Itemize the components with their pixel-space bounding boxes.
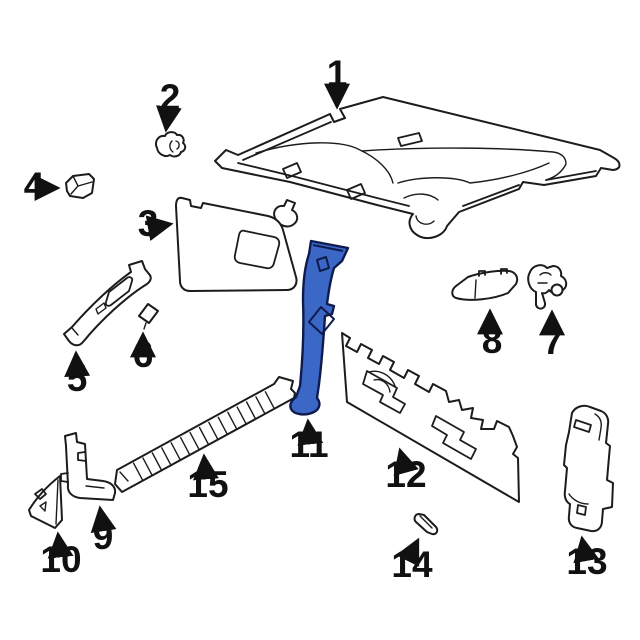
callout-labels: 1 2 3 4 5 6 7 8 9 10 11 12 13 14 15 (24, 53, 608, 585)
part-10-kick-panel-trim (28, 475, 63, 529)
pillar-diamond-hole (308, 306, 335, 335)
callout-arrow-15 (192, 453, 219, 481)
part-6-square-clip (138, 303, 159, 330)
part-11-b-pillar-trim-highlighted (289, 239, 350, 416)
sill-ribs (132, 391, 276, 481)
callout-arrow-14 (395, 537, 420, 567)
part-4-hook-clip (65, 173, 95, 199)
callout-arrows (34, 83, 599, 567)
callout-label-10: 10 (40, 539, 81, 580)
part-12-back-panel-trim (341, 332, 520, 503)
callout-label-4: 4 (24, 165, 45, 206)
callout-arrow-5 (64, 350, 91, 378)
callout-label-8: 8 (482, 320, 503, 361)
callout-label-13: 13 (566, 541, 607, 582)
visor-mirror (233, 229, 281, 270)
callout-label-14: 14 (391, 544, 433, 585)
callout-label-5: 5 (67, 358, 88, 399)
callout-label-2: 2 (160, 77, 181, 118)
callout-arrow-3 (145, 215, 174, 241)
bracket-knob (550, 283, 564, 297)
callout-label-12: 12 (385, 454, 426, 495)
part-3-sun-visor (175, 196, 299, 292)
callout-label-7: 7 (543, 321, 564, 362)
part-13-c-pillar-trim (563, 404, 614, 533)
callout-arrow-11 (297, 418, 324, 446)
callout-arrow-10 (47, 531, 74, 559)
part-15-door-sill-plate (114, 376, 296, 493)
callout-arrow-13 (573, 535, 599, 564)
headliner-slot-left (282, 162, 302, 179)
headliner-slot-top (397, 132, 423, 147)
callout-arrow-9 (90, 505, 117, 534)
callout-label-15: 15 (187, 464, 228, 505)
callout-arrow-12 (393, 447, 419, 476)
part-7-bracket (527, 264, 568, 310)
part-1-headliner (214, 96, 621, 239)
callout-label-3: 3 (138, 203, 159, 244)
part-9-cowl-side-trim (60, 432, 117, 501)
part-2-retainer-clip (155, 131, 187, 158)
callout-label-6: 6 (133, 334, 154, 375)
callout-label-11: 11 (289, 424, 328, 465)
callout-arrow-2 (156, 105, 182, 133)
pillar-slot (316, 256, 330, 272)
visor-pivot-hook (273, 199, 299, 228)
part-8-visor-retainer (451, 268, 519, 301)
part-14-pin-clip (413, 513, 439, 536)
callout-label-9: 9 (93, 516, 114, 557)
headliner-slot-mid (346, 183, 366, 200)
callout-label-1: 1 (327, 53, 348, 94)
part-5-a-pillar-trim (63, 260, 152, 347)
